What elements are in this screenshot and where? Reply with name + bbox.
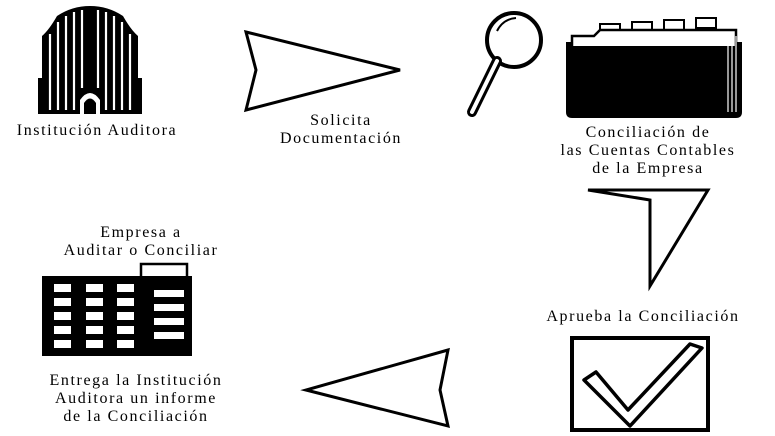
columned-building-icon xyxy=(38,6,142,114)
auditing-institution-label: Institución Auditora xyxy=(16,122,178,139)
file-folder-stack-icon xyxy=(566,17,742,118)
checkbox-checkmark-icon xyxy=(570,336,710,432)
office-building-icon xyxy=(42,262,192,356)
magnifying-glass-icon xyxy=(467,11,543,117)
request-documentation-label: Solicita Documentación xyxy=(279,112,403,147)
delivers-report-label: Entrega la Institución Auditora un infor… xyxy=(49,372,223,425)
approves-reconciliation-label: Aprueba la Conciliación xyxy=(546,308,740,325)
company-to-audit-label: Empresa a Auditar o Conciliar xyxy=(63,224,219,259)
right-arrow xyxy=(243,29,401,113)
account-reconciliation-label: Conciliación de las Cuentas Contables de… xyxy=(560,124,736,177)
down-arrow xyxy=(587,188,711,292)
left-arrow xyxy=(300,347,450,429)
